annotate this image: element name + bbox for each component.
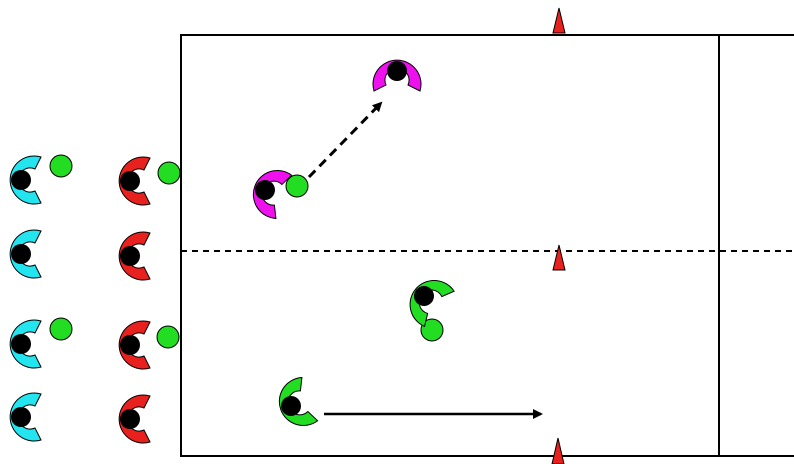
ball-icon	[420, 318, 444, 342]
player-icon	[409, 279, 455, 328]
player-icon	[9, 155, 42, 205]
cone-icon	[552, 244, 566, 271]
players	[9, 59, 455, 444]
arrows	[307, 101, 543, 419]
player-icon	[118, 320, 151, 370]
player-icon	[118, 394, 151, 444]
ball-icon	[157, 161, 181, 185]
pass-arrow	[307, 101, 383, 179]
player-icon	[9, 392, 42, 442]
player-icon	[278, 377, 319, 426]
player-icon	[372, 59, 422, 92]
cone-icon	[552, 7, 566, 34]
player-icon	[9, 229, 42, 279]
ball-icon	[49, 154, 73, 178]
balls	[49, 154, 444, 349]
pitch	[180, 34, 794, 457]
player-icon	[9, 319, 42, 369]
cone-icon	[551, 437, 565, 464]
ball-icon	[49, 317, 73, 341]
player-icon	[118, 156, 151, 206]
player-icon	[118, 231, 151, 281]
player-icon	[252, 170, 293, 219]
ball-icon	[156, 325, 180, 349]
cones	[551, 7, 566, 464]
ball-icon	[285, 174, 309, 198]
